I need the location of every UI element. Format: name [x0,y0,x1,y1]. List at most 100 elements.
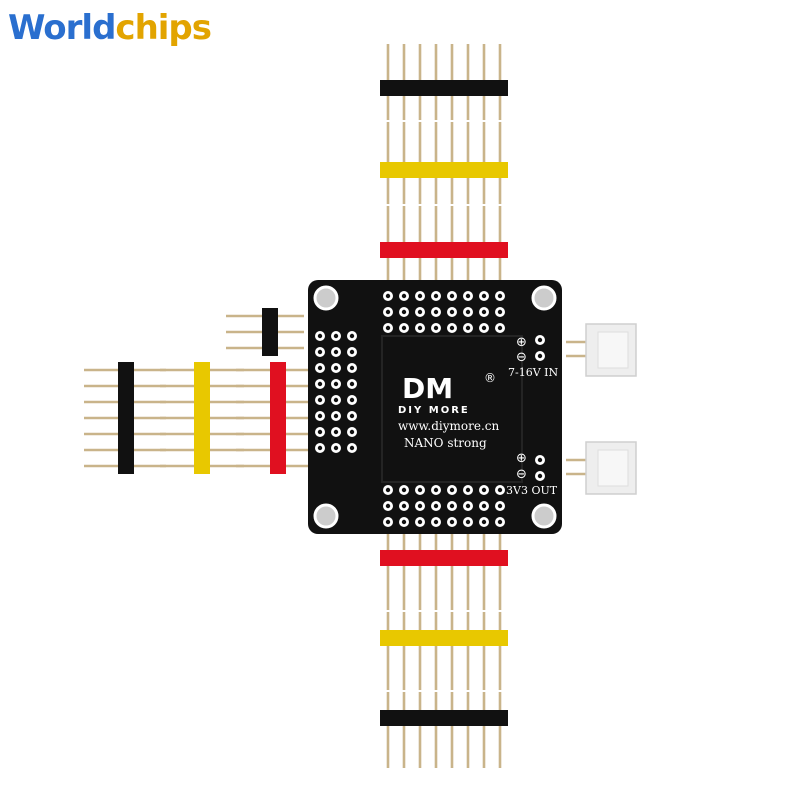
header-plastic-black [380,710,508,726]
solder-pad-hole [481,325,487,331]
left-header-black [84,362,166,474]
mounting-hole-bottom-right [531,503,557,529]
solder-pad-hole [449,487,455,493]
solder-pad-hole [449,503,455,509]
solder-pad-hole [385,503,391,509]
small-header-black [226,308,304,356]
solder-pad-hole [417,309,423,315]
solder-pad-hole [481,487,487,493]
header-plastic-black [262,308,278,356]
solder-pad-hole [449,519,455,525]
solder-pad-hole [465,325,471,331]
solder-pad-hole [417,503,423,509]
header-plastic-red [380,550,508,566]
solder-pad-hole [417,487,423,493]
solder-pad-hole [481,519,487,525]
solder-pad-hole [465,519,471,525]
solder-pad-hole [349,365,355,371]
solder-pad-hole [401,309,407,315]
solder-pad-hole [349,333,355,339]
header-plastic-yellow [380,630,508,646]
solder-pad-hole [497,519,503,525]
solder-pad-hole [317,381,323,387]
solder-pad-hole [333,349,339,355]
solder-pad-hole [433,293,439,299]
solder-pad-hole [317,397,323,403]
solder-pad-hole [465,487,471,493]
solder-pad-hole [385,309,391,315]
solder-pad-hole [385,293,391,299]
solder-pad-hole [333,397,339,403]
solder-pad-hole [497,503,503,509]
bottom-header-black [380,692,508,768]
watermark-part-2: chips [115,8,212,48]
solder-pad-hole [401,503,407,509]
watermark-logo: Worldchips [8,6,212,50]
input-voltage-label: 7-16V IN [508,366,558,379]
solder-pad-hole [333,445,339,451]
mounting-hole-top-left [313,285,339,311]
solder-pad-hole [333,365,339,371]
solder-pad-hole [349,397,355,403]
solder-pad-hole [537,337,543,343]
solder-pad-hole [465,503,471,509]
solder-pad-hole [481,293,487,299]
solder-pad-hole [349,381,355,387]
input-minus-sign: ⊖ [516,350,527,365]
solder-pad-hole [465,309,471,315]
solder-pad-hole [481,503,487,509]
solder-pad-hole [317,365,323,371]
output-voltage-label: 3V3 OUT [506,484,558,497]
solder-pad-hole [333,333,339,339]
solder-pad-hole [433,309,439,315]
solder-pad-hole [537,457,543,463]
board-model: NANO strong [404,436,487,450]
pcb-trace-outline [381,335,523,483]
solder-pad-hole [333,381,339,387]
solder-pad-hole [433,503,439,509]
solder-pad-hole [537,473,543,479]
solder-pad-hole [317,429,323,435]
output-minus-sign: ⊖ [516,467,527,482]
solder-pad-hole [465,293,471,299]
top-header-red [380,206,508,282]
watermark-part-1: World [8,8,116,48]
solder-pad-hole [497,293,503,299]
solder-pad-hole [401,519,407,525]
solder-pad-hole [401,325,407,331]
solder-pad-hole [433,487,439,493]
top-header-black [380,44,508,120]
solder-pad-hole [433,325,439,331]
output-connector [566,441,637,495]
board-logo: DM [402,372,453,405]
solder-pad-hole [349,429,355,435]
solder-pad-hole [481,309,487,315]
header-plastic-yellow [380,162,508,178]
solder-pad-hole [449,309,455,315]
pcb [308,280,562,534]
solder-pad-hole [333,429,339,435]
solder-pad-hole [317,413,323,419]
pin-headers [84,44,508,768]
board-url: www.diymore.cn [398,419,499,433]
input-plus-sign: ⊕ [516,335,527,350]
left-header-red [236,362,308,474]
header-plastic-yellow [194,362,210,474]
solder-pad-hole [333,413,339,419]
solder-pad-hole [417,293,423,299]
solder-pad-hole [349,445,355,451]
left-header-yellow [160,362,244,474]
solder-pad-hole [385,325,391,331]
solder-pad-hole [385,519,391,525]
mounting-hole-top-right [531,285,557,311]
solder-pad-hole [349,349,355,355]
top-header-yellow [380,122,508,204]
solder-pad-hole [497,487,503,493]
solder-pad-hole [497,309,503,315]
bottom-header-yellow [380,612,508,690]
solder-pad-hole [401,293,407,299]
solder-pad-hole [497,325,503,331]
header-plastic-red [380,242,508,258]
solder-pad-hole [417,519,423,525]
